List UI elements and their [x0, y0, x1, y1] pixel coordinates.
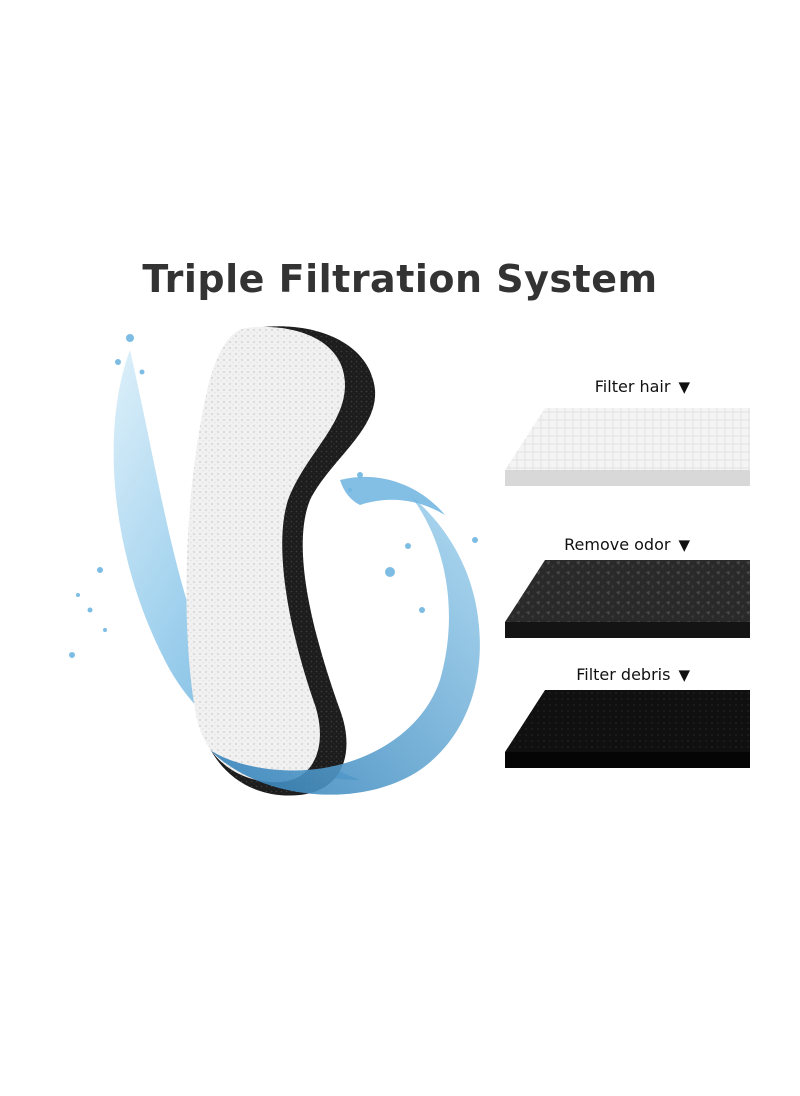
page-title: Triple Filtration System — [142, 257, 658, 302]
filter-sponge-illustration — [69, 326, 480, 796]
black-foam-pad-image — [505, 690, 750, 768]
sponge-white-layer — [186, 326, 345, 783]
triangle-down-icon: ▼ — [678, 666, 690, 684]
water-droplets — [69, 334, 478, 658]
triangle-down-icon: ▼ — [678, 536, 690, 554]
water-splash-back — [113, 350, 360, 780]
layer-label-remove-odor: Remove odor▼ — [564, 535, 690, 554]
triangle-down-icon: ▼ — [678, 378, 690, 396]
activated-carbon-pad-image — [505, 560, 750, 638]
white-fiber-pad-image — [505, 408, 750, 486]
water-splash-front — [210, 495, 480, 795]
water-wave-crest — [340, 476, 445, 515]
layer-label-filter-debris: Filter debris▼ — [576, 665, 690, 684]
layer-label-filter-hair: Filter hair▼ — [594, 377, 690, 396]
